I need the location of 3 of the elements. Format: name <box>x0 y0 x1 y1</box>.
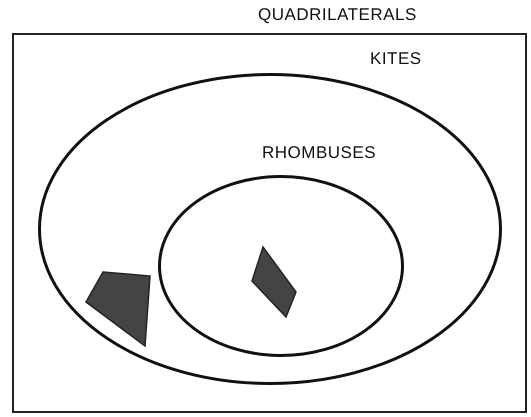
set-label: KITES <box>370 49 422 69</box>
set-label: RHOMBUSES <box>262 143 376 163</box>
set-label: QUADRILATERALS <box>258 5 417 25</box>
